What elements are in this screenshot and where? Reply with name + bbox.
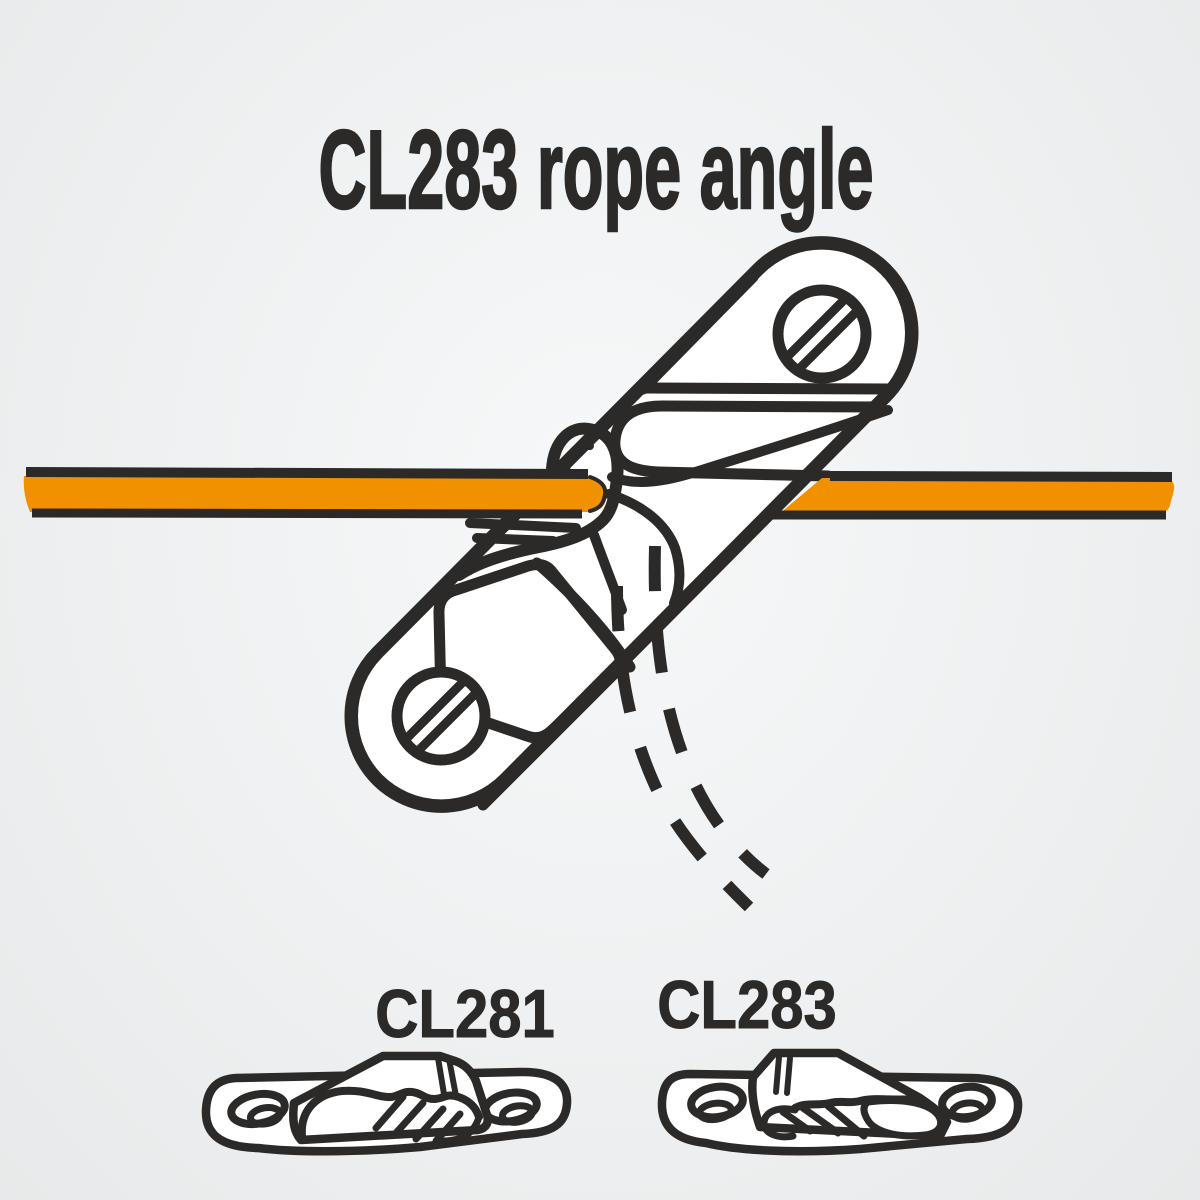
cl281-hole-left — [227, 1089, 289, 1129]
cl283-label-text: CL283 — [657, 966, 837, 1042]
rope-angle-indicator — [611, 545, 770, 912]
cl281-groove — [297, 1086, 483, 1140]
rope-right-segment — [772, 471, 1175, 520]
fastening-screw-top-icon — [772, 284, 872, 384]
title-text: CL283 rope angle — [318, 109, 873, 233]
rope-left-segment — [23, 467, 608, 519]
cl283-hole-left — [687, 1082, 747, 1124]
fairlead-hook — [453, 422, 624, 581]
cleat-drawing — [344, 236, 919, 813]
product-cl281-drawing — [201, 1051, 572, 1156]
rope-right-fill — [779, 478, 1175, 514]
fastening-screw-bottom-icon — [391, 666, 491, 766]
product-label-cl281: CL281 — [375, 975, 556, 1052]
product-cl283-drawing — [657, 1048, 1023, 1156]
page-title: CL283 rope angle — [317, 108, 874, 234]
cl283-hole-right — [938, 1082, 996, 1123]
cl283-big-tooth — [860, 1097, 945, 1140]
product-label-cl283: CL283 — [657, 966, 838, 1043]
cl281-label-text: CL281 — [375, 975, 555, 1051]
rope-left-fill — [23, 476, 608, 513]
